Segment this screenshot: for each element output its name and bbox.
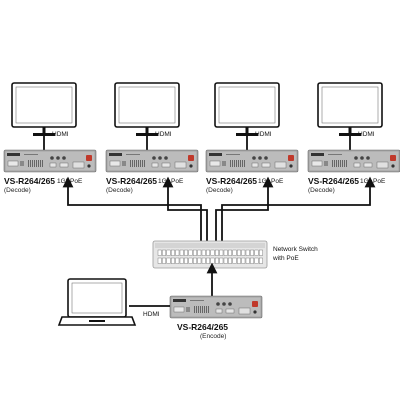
switch-port bbox=[197, 257, 202, 264]
poe-label: PoE bbox=[171, 178, 184, 185]
switch-port bbox=[179, 257, 184, 264]
switch-port bbox=[236, 257, 241, 264]
switch-port bbox=[157, 249, 162, 256]
switch-port bbox=[206, 249, 210, 256]
poe-label: PoE bbox=[373, 178, 386, 185]
decoder-unit bbox=[307, 149, 400, 173]
switch-port bbox=[188, 257, 193, 264]
network-cable-line bbox=[62, 176, 202, 241]
switch-port bbox=[236, 249, 241, 256]
switch-port bbox=[254, 257, 259, 264]
switch-port bbox=[184, 257, 188, 264]
decoder-role-label: (Decode) bbox=[106, 187, 133, 194]
hdmi-label: HDMI bbox=[255, 131, 272, 138]
network-cable-line bbox=[215, 176, 274, 241]
switch-port bbox=[232, 249, 237, 256]
switch-port bbox=[166, 249, 171, 256]
switch-port bbox=[201, 257, 206, 264]
switch-port bbox=[184, 249, 188, 256]
monitor-icon bbox=[113, 81, 181, 138]
switch-port bbox=[192, 257, 197, 264]
switch-port bbox=[232, 257, 237, 264]
switch-port bbox=[210, 249, 215, 256]
switch-port bbox=[250, 249, 254, 256]
switch-port bbox=[241, 257, 246, 264]
switch-port bbox=[175, 249, 180, 256]
encoder-role-label: (Encode) bbox=[200, 333, 226, 340]
decoder-role-label: (Decode) bbox=[206, 187, 233, 194]
switch-label: Network Switch bbox=[273, 246, 318, 253]
monitor-icon bbox=[213, 81, 281, 138]
switch-port bbox=[166, 257, 171, 264]
decoder-unit bbox=[3, 149, 97, 173]
decoder-role-label: (Decode) bbox=[4, 187, 31, 194]
switch-port bbox=[219, 249, 224, 256]
switch-port bbox=[259, 257, 263, 264]
hdmi-label: HDMI bbox=[143, 311, 160, 318]
hdmi-label: HDMI bbox=[52, 131, 69, 138]
switch-port bbox=[157, 257, 162, 264]
hdmi-label: HDMI bbox=[358, 131, 375, 138]
monitor-icon bbox=[316, 81, 384, 138]
decoder-model-label: VS-R264/265 bbox=[4, 176, 55, 186]
network-cable-line bbox=[221, 176, 376, 241]
encoder-model-label: VS-R264/265 bbox=[177, 322, 228, 332]
encoder-unit bbox=[169, 295, 263, 319]
network-switch bbox=[152, 240, 268, 269]
switch-port bbox=[162, 257, 166, 264]
switch-port bbox=[223, 249, 228, 256]
switch-port bbox=[228, 257, 232, 264]
switch-port bbox=[219, 257, 224, 264]
laptop-icon bbox=[57, 278, 137, 326]
switch-port bbox=[197, 249, 202, 256]
monitor-icon bbox=[10, 81, 78, 138]
poe-label: PoE bbox=[271, 178, 284, 185]
switch-port bbox=[259, 249, 263, 256]
switch-port bbox=[245, 257, 250, 264]
switch-port bbox=[162, 249, 166, 256]
decoder-model-label: VS-R264/265 bbox=[206, 176, 257, 186]
switch-port bbox=[192, 249, 197, 256]
switch-port bbox=[175, 257, 180, 264]
switch-port bbox=[188, 249, 193, 256]
switch-port bbox=[254, 249, 259, 256]
decoder-unit bbox=[205, 149, 299, 173]
poe-label: PoE bbox=[70, 178, 83, 185]
switch-port bbox=[250, 257, 254, 264]
switch-port bbox=[214, 249, 219, 256]
switch-port bbox=[206, 257, 210, 264]
switch-port bbox=[179, 249, 184, 256]
decoder-model-label: VS-R264/265 bbox=[308, 176, 359, 186]
hdmi-label: HDMI bbox=[155, 131, 172, 138]
switch-port bbox=[241, 249, 246, 256]
decoder-unit bbox=[105, 149, 199, 173]
switch-port bbox=[228, 249, 232, 256]
switch-port bbox=[245, 249, 250, 256]
switch-label: with PoE bbox=[272, 255, 299, 262]
decoder-model-label: VS-R264/265 bbox=[106, 176, 157, 186]
switch-port bbox=[170, 249, 175, 256]
switch-port bbox=[201, 249, 206, 256]
decoder-role-label: (Decode) bbox=[308, 187, 335, 194]
switch-port bbox=[170, 257, 175, 264]
switch-port bbox=[223, 257, 228, 264]
switch-port bbox=[214, 257, 219, 264]
network-cable-line bbox=[162, 176, 208, 241]
switch-port bbox=[210, 257, 215, 264]
